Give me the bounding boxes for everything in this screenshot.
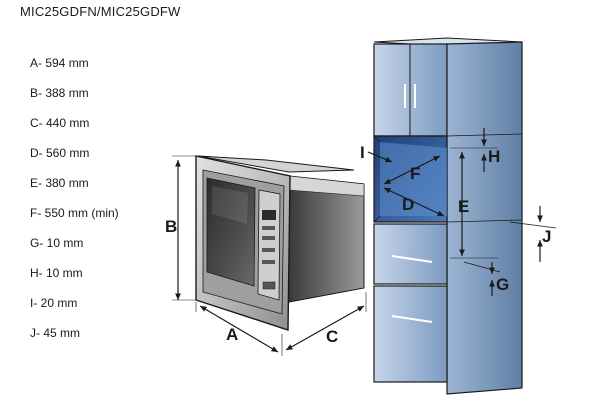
spec-h: H- 10 mm [30, 266, 83, 280]
microwave-oven [195, 155, 365, 331]
oven-window [206, 177, 256, 287]
spec-c: C- 440 mm [30, 116, 90, 130]
label-c: C [326, 327, 338, 346]
label-g: G [496, 275, 509, 294]
dim-line-f [383, 155, 441, 185]
oven-door-button [262, 281, 276, 290]
label-b: B [165, 217, 177, 236]
label-i: I [360, 143, 365, 162]
dim-line-c [285, 305, 365, 351]
drawer-1 [373, 223, 448, 285]
tall-cabinet [373, 37, 523, 395]
drawer-2 [373, 285, 448, 383]
spec-d: D- 560 mm [30, 146, 90, 160]
spec-i: I- 20 mm [30, 296, 78, 310]
dimension-labels: B A C I F D E H G J [165, 143, 551, 346]
label-h: H [488, 147, 500, 166]
spec-j: J- 45 mm [30, 326, 81, 340]
spec-a: A- 594 mm [30, 56, 89, 70]
oven-display [262, 210, 276, 220]
dim-line-d [383, 187, 445, 217]
dimension-list: A- 594 mm B- 388 mm C- 440 mm D- 560 mm … [30, 56, 119, 356]
label-e: E [458, 197, 469, 216]
cabinet-side [446, 41, 523, 395]
label-d: D [402, 195, 414, 214]
oven-top [197, 155, 355, 173]
dimension-lines [172, 128, 557, 356]
spec-b: B- 388 mm [30, 86, 89, 100]
model-title: MIC25GDFN/MIC25GDFW [20, 4, 181, 19]
spec-e: E- 380 mm [30, 176, 89, 190]
label-f: F [410, 164, 420, 183]
spec-f: F- 550 mm (min) [30, 206, 119, 220]
spec-g: G- 10 mm [30, 236, 84, 250]
dim-line-a [199, 305, 279, 353]
label-j: J [542, 227, 551, 246]
label-a: A [226, 325, 238, 344]
